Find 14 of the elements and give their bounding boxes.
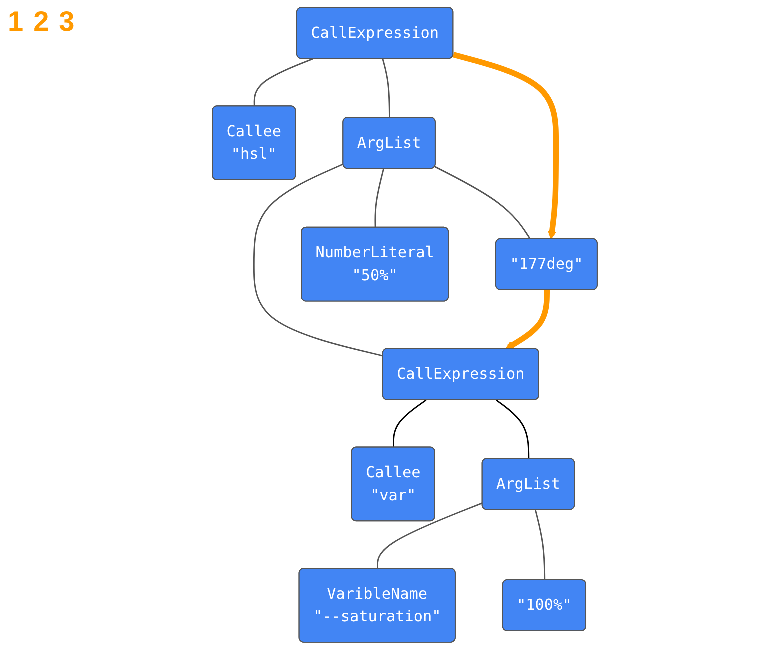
connector: [377, 502, 484, 569]
connector: [534, 510, 546, 580]
connector: [434, 166, 532, 240]
arrow: [452, 52, 560, 240]
connector: [254, 58, 314, 107]
step-number: 1: [8, 6, 24, 38]
connector: [382, 59, 390, 118]
step-number: 3: [59, 6, 75, 38]
step-number: 2: [34, 6, 50, 38]
connector: [253, 164, 384, 357]
arrow: [506, 290, 550, 350]
connector: [374, 168, 384, 228]
connector: [496, 400, 530, 460]
connector: [393, 400, 427, 448]
